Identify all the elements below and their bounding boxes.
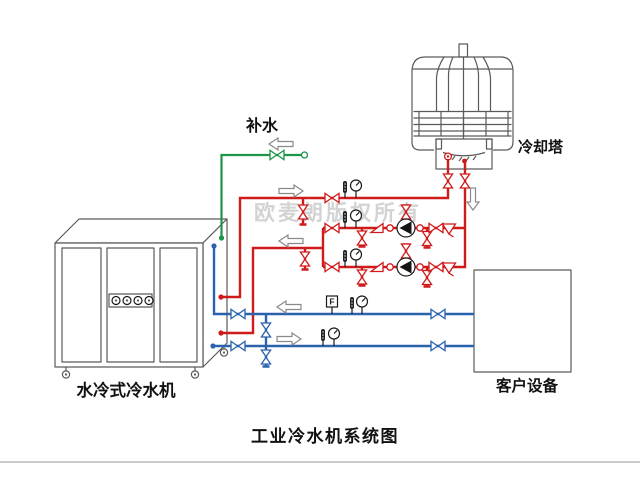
tower-motor	[458, 43, 469, 58]
valve-icon	[269, 149, 285, 161]
makeup-water-line	[218, 149, 309, 241]
thermometer-icon	[349, 296, 355, 315]
chiller-unit	[54, 218, 229, 379]
thermometer-icon	[342, 180, 348, 199]
flow-arrow-left-icon	[276, 300, 302, 314]
tower-louver-band	[413, 110, 512, 137]
valve-icon	[260, 349, 272, 365]
cooling-pump-icon	[396, 218, 416, 238]
pressure-gauge-icon	[349, 209, 363, 229]
pressure-gauge-icon	[355, 295, 369, 315]
chilled-return-pipe	[212, 246, 474, 316]
flow-arrow-right-icon	[278, 184, 304, 198]
flange-icon	[386, 263, 394, 271]
thermometer-icon	[342, 249, 348, 268]
label-chiller: 水冷式冷水机	[77, 380, 177, 400]
flange-icon	[386, 224, 394, 232]
valve-icon	[421, 269, 433, 286]
chiller-gauge-cluster	[111, 295, 154, 306]
flange-icon	[416, 224, 424, 232]
label-makeup-water: 补水	[245, 116, 279, 135]
diagram-title: 工业冷水机系统图	[251, 426, 399, 446]
caster-wheel	[61, 366, 71, 379]
cooling-tower	[411, 43, 514, 170]
flow-switch-icon	[325, 295, 339, 315]
pipe-connection-dot	[218, 235, 225, 241]
flow-arrow-down-icon	[466, 187, 480, 211]
pressure-gauge-icon	[349, 179, 363, 199]
flow-arrow-left-icon	[268, 137, 294, 151]
cooling-pump-icon	[396, 257, 416, 277]
chiller-top-face	[54, 218, 228, 244]
chilled-water-lines	[210, 243, 474, 368]
thermometer-icon	[320, 328, 326, 347]
valve-icon	[430, 340, 446, 352]
pressure-gauge-icon	[327, 327, 341, 347]
pipe-connection-dot	[218, 330, 224, 336]
valve-icon	[324, 261, 340, 273]
tower-outlet-pipe	[323, 163, 467, 269]
pressure-gauge-icon	[349, 248, 363, 268]
flow-arrow-right-icon	[276, 332, 302, 346]
valve-icon	[356, 230, 368, 246]
valve-icon	[230, 340, 246, 352]
valve-icon	[299, 251, 311, 267]
thermometer-icon	[342, 210, 348, 229]
valve-icon	[428, 261, 444, 273]
valve-icon	[459, 173, 471, 189]
valve-icon	[356, 269, 368, 285]
label-cooling-tower: 冷却塔	[518, 138, 564, 156]
watermark-text: 欧麦朗版权所有	[254, 201, 422, 225]
valve-icon	[442, 173, 454, 189]
valve-icon	[260, 322, 272, 338]
valve-icon	[421, 230, 433, 247]
caster-wheel	[190, 366, 200, 379]
condenser-water-lines	[218, 158, 471, 336]
pipe-connection-dot	[218, 294, 224, 300]
label-customer-equipment: 客户设备	[496, 376, 559, 395]
flange-icon	[416, 263, 424, 271]
pipe-connection-dot	[210, 343, 216, 349]
strainer-icon	[441, 262, 457, 277]
chiller-front-face	[54, 242, 204, 368]
valve-icon	[230, 308, 246, 320]
makeup-open-end	[300, 151, 309, 159]
flow-arrow-left-icon	[278, 234, 304, 248]
valve-icon	[430, 308, 446, 320]
customer-equipment-box	[473, 269, 572, 373]
condenser-supply-pipe	[221, 246, 323, 335]
valve-icon	[428, 222, 444, 234]
valve-icon	[400, 243, 412, 259]
strainer-icon	[441, 223, 457, 238]
pipe-connection-dot	[211, 243, 217, 249]
